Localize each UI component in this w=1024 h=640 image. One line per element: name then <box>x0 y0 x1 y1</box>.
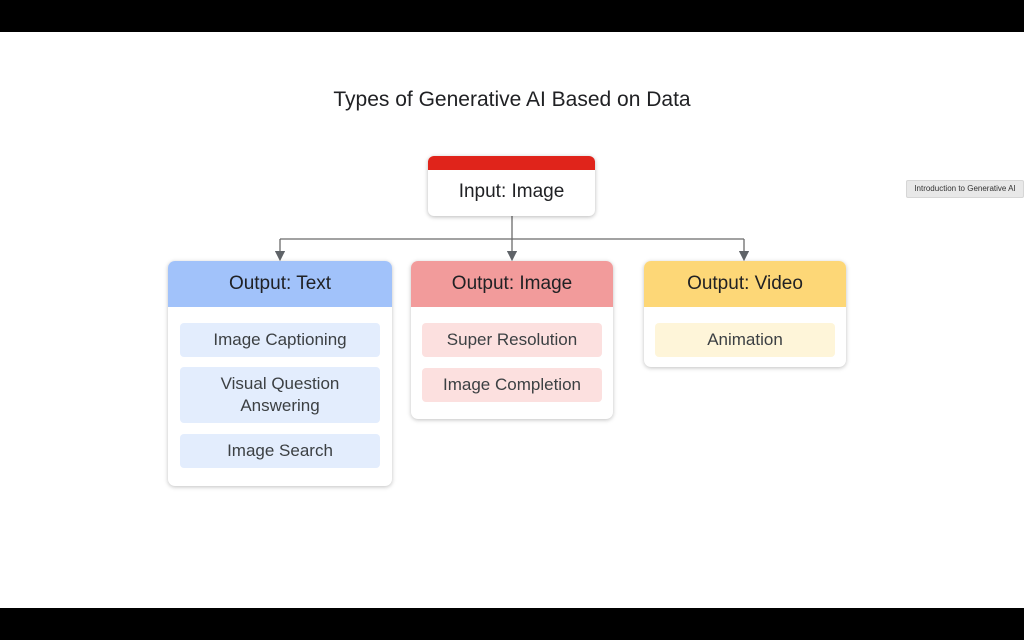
output-image-header: Output: Image <box>411 261 613 307</box>
input-node-label: Input: Image <box>458 181 565 202</box>
diagram-title: Types of Generative AI Based on Data <box>333 88 691 111</box>
output-video-header: Output: Video <box>644 261 846 307</box>
output-item-image-captioning: Image Captioning <box>180 323 380 357</box>
output-image-card: Output: Image Super Resolution Image Com… <box>411 261 613 419</box>
input-node: Input: Image <box>428 156 595 216</box>
output-item-image-completion: Image Completion <box>422 368 602 402</box>
output-item-super-resolution: Super Resolution <box>422 323 602 357</box>
output-item-image-search: Image Search <box>180 434 380 468</box>
connector-lines <box>274 216 750 262</box>
output-item-visual-question-answering: Visual Question Answering <box>180 367 380 423</box>
input-node-accent-bar <box>428 156 595 170</box>
tooltip: Introduction to Generative AI <box>906 180 1024 198</box>
output-video-card: Output: Video Animation <box>644 261 846 367</box>
slide: Types of Generative AI Based on Data Inp… <box>0 32 1024 608</box>
output-item-animation: Animation <box>655 323 835 357</box>
output-text-header: Output: Text <box>168 261 392 307</box>
output-text-card: Output: Text Image Captioning Visual Que… <box>168 261 392 486</box>
